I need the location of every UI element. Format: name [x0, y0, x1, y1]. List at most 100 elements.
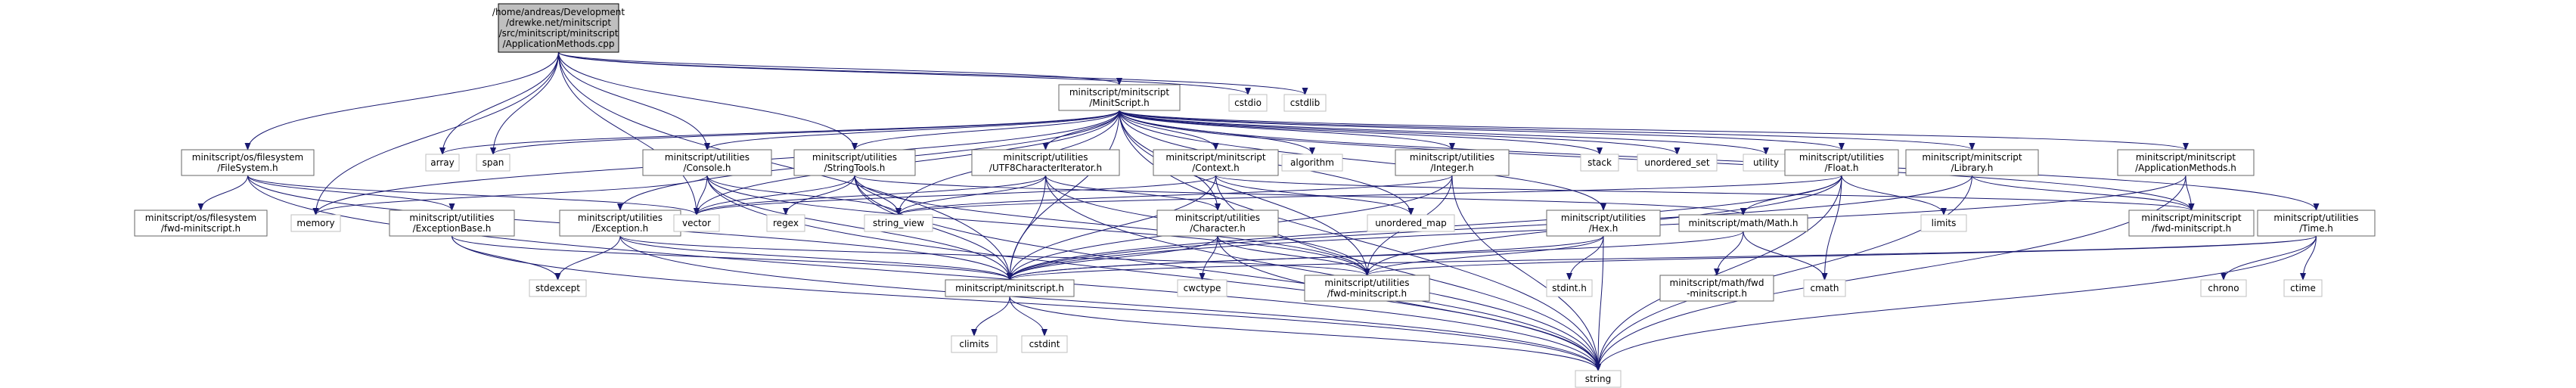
node-label: /src/minitscript/minitscript	[499, 28, 619, 39]
node-label: minitscript/math/fwd	[1670, 278, 1764, 288]
node-label: minitscript/utilities	[1410, 152, 1494, 163]
node-label: /ExceptionBase.h	[413, 223, 492, 234]
edge-integer_h-to-string	[1451, 175, 1601, 371]
edge-console_h-to-minitscript_h	[706, 175, 1013, 281]
node-time-h[interactable]: minitscript/utilities/Time.h	[2257, 210, 2376, 237]
edge-minitscript_h_top-to-library_h	[1119, 110, 1975, 151]
node-label: unordered_map	[1375, 218, 1447, 228]
edge-float_h-to-limits	[1841, 175, 1947, 216]
edge-minitscript_h_top-to-utility	[1119, 110, 1769, 155]
edge-stringtools_h-to-regex	[783, 175, 855, 216]
edge-hex_h-to-stdint_h	[1566, 235, 1604, 281]
node-float-h[interactable]: minitscript/utilities/Float.h	[1784, 149, 1899, 176]
node-character-h[interactable]: minitscript/utilities/Character.h	[1156, 210, 1279, 237]
node-label: stdexcept	[535, 283, 580, 293]
node-stdint-h: stdint.h	[1546, 279, 1593, 297]
edge-filesystem_h-to-fs_fwd_h	[197, 175, 248, 211]
node-label: /Time.h	[2299, 223, 2333, 234]
node-label: -minitscript.h	[1687, 288, 1747, 299]
node-library-h[interactable]: minitscript/minitscript/Library.h	[1905, 149, 2039, 176]
node-label: minitscript/utilities	[1175, 213, 1260, 223]
node-label: /drewke.net/minitscript	[506, 17, 611, 28]
node-label: /Character.h	[1190, 223, 1246, 234]
node-unordered-map: unordered_map	[1367, 214, 1455, 232]
edge-utf8_h-to-character_h	[1045, 175, 1221, 211]
node-label: algorithm	[1290, 157, 1334, 168]
node-array: array	[425, 154, 460, 172]
edge-root-to-filesystem_h	[244, 51, 559, 151]
edge-exception_h-to-string	[619, 235, 1601, 371]
edge-minitscript_h_top-to-utf8_h	[1042, 110, 1120, 151]
edge-root-to-cstdlib	[558, 51, 1308, 95]
node-stringtools-h[interactable]: minitscript/utilities/StringTools.h	[793, 149, 916, 176]
edge-time_h-to-ut_fwd_h	[1364, 235, 2317, 276]
edge-minitscript_h_top-to-hex_h	[1119, 110, 1606, 211]
edge-minitscript_h_top-to-stringtools_h	[852, 110, 1120, 151]
node-hex-h[interactable]: minitscript/utilities/Hex.h	[1546, 210, 1661, 237]
node-mm-fwd-h[interactable]: minitscript/minitscript/fwd-minitscript.…	[2128, 210, 2255, 237]
node-label: cwctype	[1184, 283, 1221, 293]
node-chrono: chrono	[2200, 279, 2247, 297]
node-string-view: string_view	[864, 214, 933, 232]
node-cmath: cmath	[1803, 279, 1846, 297]
node-exceptionbase-h[interactable]: minitscript/utilities/ExceptionBase.h	[389, 210, 515, 237]
node-label: /Integer.h	[1430, 163, 1474, 173]
node-label: minitscript/utilities	[1799, 152, 1884, 163]
edge-minitscript_h-to-string	[1009, 296, 1601, 371]
node-minitscript-h[interactable]: minitscript/minitscript.h	[945, 279, 1075, 297]
node-minitscript-h-top[interactable]: minitscript/minitscript/MinitScript.h	[1058, 84, 1181, 111]
node-label: /fwd-minitscript.h	[161, 223, 241, 234]
node-utf8-h[interactable]: minitscript/utilities/UTF8CharacterItera…	[971, 149, 1120, 176]
node-context-h[interactable]: minitscript/minitscript/Context.h	[1153, 149, 1279, 176]
node-cstdio: cstdio	[1228, 94, 1268, 112]
node-label: regex	[773, 218, 799, 228]
node-appmethods-h[interactable]: minitscript/minitscript/ApplicationMetho…	[2117, 149, 2255, 176]
node-label: minitscript/math/Math.h	[1689, 218, 1799, 228]
edge-minitscript_h_top-to-context_h	[1119, 110, 1219, 151]
node-label: minitscript/minitscript.h	[955, 283, 1064, 293]
node-label: /fwd-minitscript.h	[1327, 288, 1407, 299]
edge-integer_h-to-string_view	[895, 175, 1453, 216]
node-root[interactable]: /home/andreas/Development/drewke.net/min…	[492, 3, 625, 53]
node-limits: limits	[1920, 214, 1967, 232]
node-fs-fwd-h[interactable]: minitscript/os/filesystem/fwd-minitscrip…	[134, 210, 268, 237]
node-label: minitscript/utilities	[1561, 213, 1646, 223]
node-label: minitscript/utilities	[409, 213, 494, 223]
node-label: cstdint	[1029, 339, 1060, 349]
edge-stringtools_h-to-math_h	[854, 175, 1746, 216]
node-label: minitscript/utilities	[1003, 152, 1088, 163]
node-integer-h[interactable]: minitscript/utilities/Integer.h	[1395, 149, 1510, 176]
edge-minitscript_h_top-to-integer_h	[1119, 110, 1455, 151]
node-label: span	[483, 157, 504, 168]
edge-root-to-memory	[312, 51, 559, 216]
edge-root-to-vector	[558, 51, 700, 216]
edge-stringtools_h-to-vector	[694, 175, 855, 216]
edge-library_h-to-minitscript_h	[1007, 175, 1972, 281]
node-regex: regex	[766, 214, 805, 232]
node-label: minitscript/minitscript	[1069, 87, 1170, 98]
node-label: minitscript/minitscript	[1165, 152, 1266, 163]
node-label: chrono	[2208, 283, 2239, 293]
node-label: climits	[959, 339, 989, 349]
node-label: array	[430, 157, 454, 168]
node-label: cstdlib	[1290, 98, 1320, 108]
node-label: /Console.h	[683, 163, 731, 173]
node-label: minitscript/minitscript	[2141, 213, 2242, 223]
node-console-h[interactable]: minitscript/utilities/Console.h	[642, 149, 772, 176]
node-cwctype: cwctype	[1177, 279, 1227, 297]
edge-filesystem_h-to-vector	[247, 175, 700, 216]
node-label: minitscript/minitscript	[2136, 152, 2236, 163]
node-exception-h[interactable]: minitscript/utilities/Exception.h	[559, 210, 681, 237]
node-string: string	[1575, 370, 1622, 388]
edge-context_h-to-mm_fwd_h	[1215, 175, 2194, 211]
node-label: minitscript/utilities	[812, 152, 897, 163]
node-ut-fwd-h[interactable]: minitscript/utilities/fwd-minitscript.h	[1304, 275, 1430, 302]
node-math-fwd-h[interactable]: minitscript/math/fwd-minitscript.h	[1659, 275, 1774, 302]
node-label: minitscript/utilities	[1324, 278, 1409, 288]
node-label: /ApplicationMethods.h	[2135, 163, 2236, 173]
node-filesystem-h[interactable]: minitscript/os/filesystem/FileSystem.h	[181, 149, 315, 176]
node-math-h[interactable]: minitscript/math/Math.h	[1678, 214, 1808, 232]
edge-utf8_h-to-string_view	[895, 175, 1046, 216]
node-label: /home/andreas/Development	[492, 7, 625, 17]
